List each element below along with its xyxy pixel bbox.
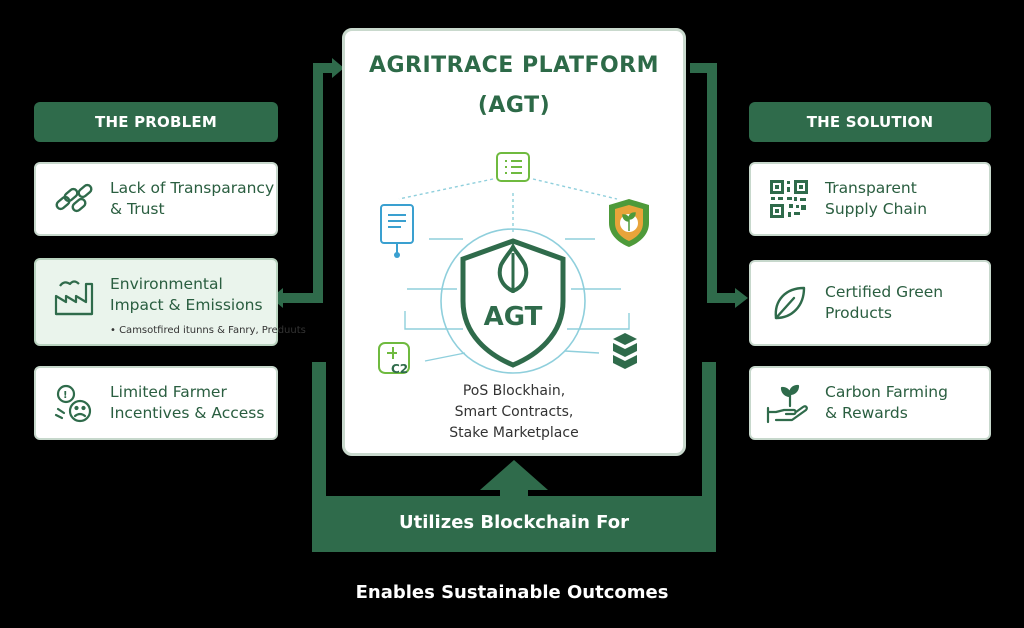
factory-icon bbox=[48, 270, 100, 322]
problem-card-line1: Limited Farmer bbox=[110, 383, 227, 401]
problem-card-line2: Incentives & Access bbox=[110, 404, 265, 422]
left-connector bbox=[283, 63, 332, 303]
network-ring bbox=[440, 228, 586, 374]
right-arrow-head bbox=[735, 288, 748, 308]
problem-card-farmer: ! Limited Farmer Incentives & Access bbox=[34, 366, 278, 440]
agt-shield-icon: AGT bbox=[460, 238, 566, 368]
hand-sprout-icon bbox=[763, 377, 815, 429]
leaf-icon bbox=[763, 277, 815, 329]
network-dashed-links bbox=[398, 178, 618, 235]
co2-label: C2 bbox=[391, 362, 408, 376]
problem-card-line1: Environmental bbox=[110, 275, 223, 293]
problem-card-environment: Environmental Impact & Emissions • Camso… bbox=[34, 258, 306, 346]
right-connector bbox=[690, 63, 735, 303]
solution-card-line1: Certified Green bbox=[825, 283, 944, 301]
platform-title-line1: AGRITRACE PLATFORM bbox=[368, 53, 660, 78]
band-label: Utilizes Blockchain For bbox=[399, 512, 629, 533]
co2-icon: C2 bbox=[378, 342, 410, 376]
agt-shield-label: AGT bbox=[484, 302, 543, 332]
solution-card-line2: Products bbox=[825, 304, 892, 322]
certified-shield-icon bbox=[609, 199, 649, 247]
farmer-coin-icon: ! bbox=[48, 377, 100, 429]
platform-desc-line1: PoS Blockhain, bbox=[462, 383, 566, 399]
solution-card-line1: Carbon Farming bbox=[825, 383, 948, 401]
platform-desc-line3: Stake Marketplace bbox=[449, 425, 579, 441]
solution-card-line2: & Rewards bbox=[825, 404, 908, 422]
broken-chain-icon bbox=[48, 173, 100, 225]
problem-card-line2: Impact & Emissions bbox=[110, 296, 263, 314]
problem-card-line1: Lack of Transparancy bbox=[110, 179, 275, 197]
left-arrow-up-head bbox=[332, 58, 344, 78]
solution-card-supply-chain: Transparent Supply Chain bbox=[749, 162, 991, 236]
problem-card-transparency: Lack of Transparancy & Trust bbox=[34, 162, 278, 236]
qr-code-icon bbox=[763, 173, 815, 225]
blockchain-stack-icon bbox=[613, 333, 637, 369]
contract-document-icon bbox=[380, 204, 414, 258]
solution-card-line2: Supply Chain bbox=[825, 200, 928, 218]
solution-card-carbon-farming: Carbon Farming & Rewards bbox=[749, 366, 991, 440]
document-list-icon bbox=[496, 152, 530, 182]
platform-network-graphic: C2 AGT bbox=[378, 152, 649, 376]
platform-card: AGRITRACE PLATFORM (AGT) bbox=[342, 28, 686, 456]
solution-card-green-products: Certified Green Products bbox=[749, 260, 991, 346]
problem-card-note: • Camsotfired itunns & Fanry, Preduuts bbox=[110, 325, 306, 336]
svg-text:!: ! bbox=[63, 390, 68, 401]
network-solid-links bbox=[404, 238, 630, 362]
problem-card-line2: & Trust bbox=[110, 200, 165, 218]
solution-header: THE SOLUTION bbox=[749, 102, 991, 142]
problem-header: THE PROBLEM bbox=[34, 102, 278, 142]
platform-desc-line2: Smart Contracts, bbox=[454, 404, 574, 420]
center-up-arrow bbox=[480, 460, 548, 498]
footer-caption: Enables Sustainable Outcomes bbox=[355, 582, 669, 603]
solution-card-line1: Transparent bbox=[825, 179, 917, 197]
bottom-band-fill bbox=[312, 496, 716, 552]
platform-title-line2: (AGT) bbox=[477, 93, 551, 118]
